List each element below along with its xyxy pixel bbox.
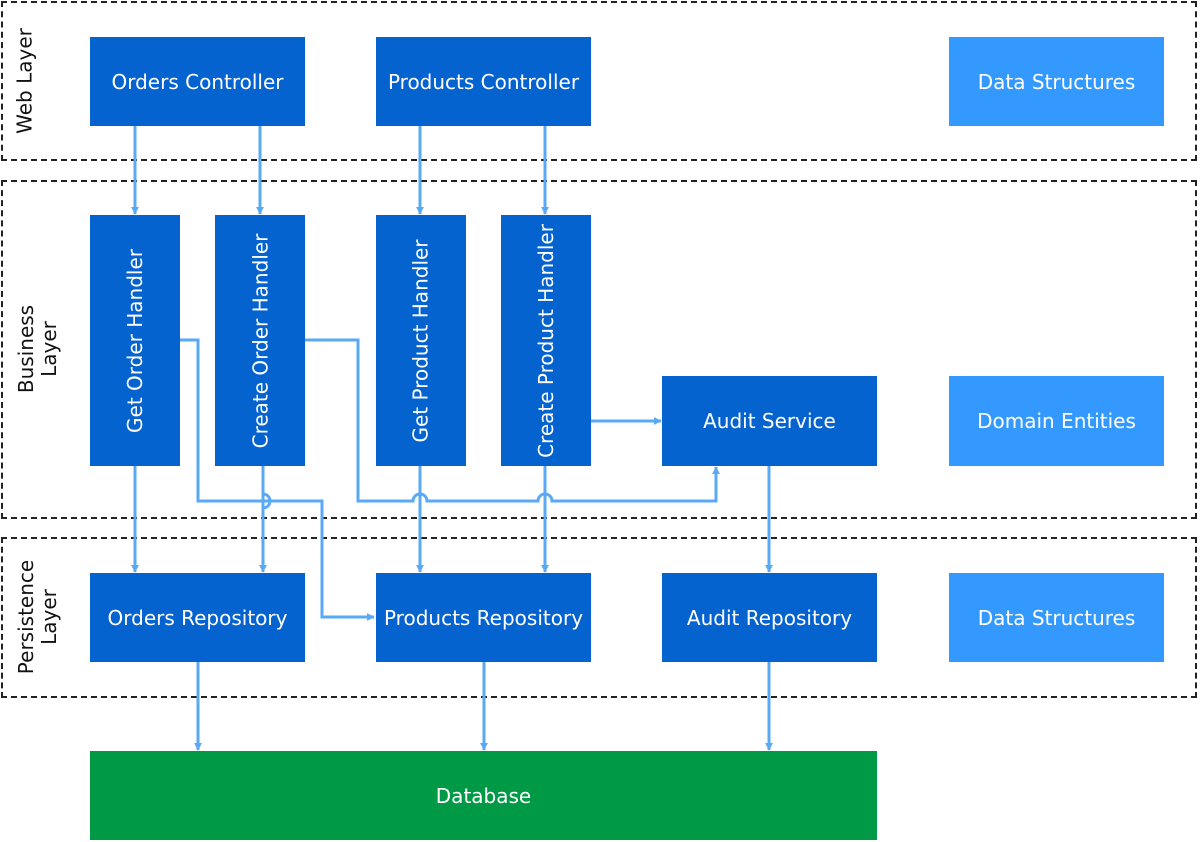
persistence-data-structures: Data Structures bbox=[949, 573, 1164, 662]
get-product-handler: Get Product Handler bbox=[376, 215, 466, 466]
web-layer bbox=[1, 1, 1197, 161]
audit-service-label: Audit Service bbox=[703, 409, 836, 433]
get-product-handler-label: Get Product Handler bbox=[409, 238, 434, 443]
orders-repository-label: Orders Repository bbox=[107, 605, 288, 630]
database-label: Database bbox=[435, 783, 532, 808]
web-data-structures: Data Structures bbox=[949, 37, 1164, 126]
domain-entities: Domain Entities bbox=[949, 376, 1164, 466]
get-order-handler-label: Get Order Handler bbox=[123, 248, 148, 433]
products-repository: Products Repository bbox=[376, 573, 591, 662]
orders-controller: Orders Controller bbox=[90, 37, 305, 126]
create-order-handler-label: Create Order Handler bbox=[248, 233, 273, 448]
products-repository-label: Products Repository bbox=[383, 605, 584, 630]
products-controller-label: Products Controller bbox=[387, 69, 580, 94]
arrow-create-order-handler-to-audit-service bbox=[305, 338, 720, 503]
products-controller: Products Controller bbox=[376, 37, 591, 126]
audit-repository: Audit Repository bbox=[662, 573, 877, 662]
audit-service: Audit Service bbox=[662, 376, 877, 466]
create-order-handler: Create Order Handler bbox=[215, 215, 305, 466]
audit-repository-label: Audit Repository bbox=[686, 605, 853, 630]
persistence-layer bbox=[1, 537, 1197, 698]
database: Database bbox=[90, 751, 877, 840]
arrow-get-order-handler-to-products-repository bbox=[180, 338, 375, 621]
business-layer bbox=[1, 180, 1197, 519]
create-product-handler-label: Create Product Handler bbox=[534, 223, 559, 458]
persistence-data-structures-label: Data Structures bbox=[977, 605, 1136, 630]
orders-controller-label: Orders Controller bbox=[111, 69, 284, 94]
get-order-handler: Get Order Handler bbox=[90, 215, 180, 466]
orders-repository: Orders Repository bbox=[90, 573, 305, 662]
create-product-handler: Create Product Handler bbox=[501, 215, 591, 466]
web-data-structures-label: Data Structures bbox=[977, 69, 1136, 94]
domain-entities-label: Domain Entities bbox=[977, 409, 1136, 433]
